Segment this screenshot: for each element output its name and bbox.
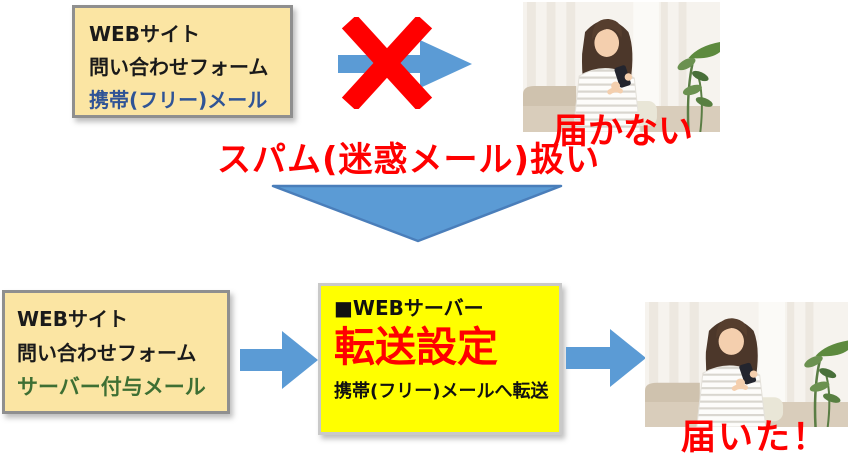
server-mail-label: サーバー付与メール (17, 375, 206, 399)
mobile-free-mail-label: 携帯(フリー)メール (89, 88, 268, 112)
delivered-label: 届いた！ (681, 418, 830, 458)
web-server-heading: ■WEBサーバー (334, 296, 484, 320)
right-arrow-icon (338, 40, 472, 88)
not-delivered-label: 届かない (553, 112, 694, 152)
down-triangle-icon (271, 184, 563, 243)
spam-reason-label: スパム(迷惑メール)扱い (217, 140, 601, 180)
web-server-box: ■WEBサーバー 転送設定 携帯(フリー)メールへ転送 (318, 283, 562, 435)
blocked-x-icon (341, 17, 433, 109)
contact-form-label: 問い合わせフォーム (17, 341, 197, 365)
forward-destination-note: 携帯(フリー)メールへ転送 (334, 381, 549, 402)
right-arrow-icon (240, 331, 318, 389)
forward-setting-title: 転送設定 (334, 323, 498, 371)
website-label: WEBサイト (89, 22, 200, 46)
website-form-box-top: WEBサイト 問い合わせフォーム 携帯(フリー)メール (72, 5, 293, 118)
contact-form-label: 問い合わせフォーム (89, 55, 269, 79)
website-form-box-bottom: WEBサイト 問い合わせフォーム サーバー付与メール (2, 290, 230, 414)
right-arrow-icon (566, 329, 646, 387)
website-label: WEBサイト (17, 307, 128, 331)
